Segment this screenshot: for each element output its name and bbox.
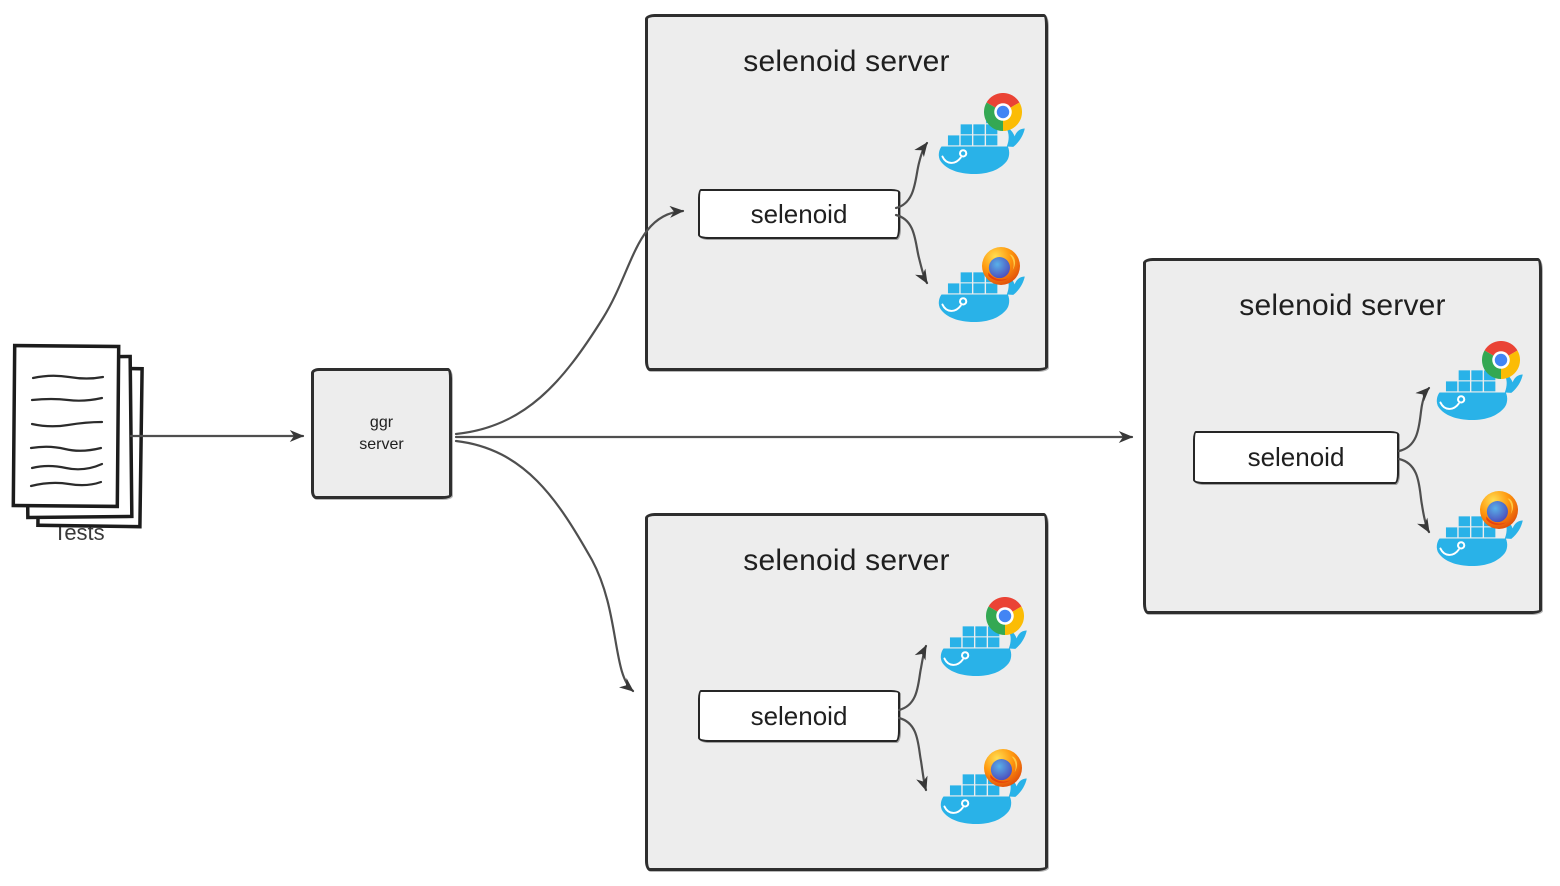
- selenoid-node-top: selenoid: [698, 189, 900, 239]
- server-title: selenoid server: [743, 45, 950, 78]
- selenoid-server-box-top: selenoid server selenoid: [645, 14, 1048, 371]
- ggr-server-label: ggr server: [359, 413, 404, 453]
- ggr-server-box: ggr server: [311, 368, 452, 499]
- selenoid-server-box-right: selenoid server selenoid: [1143, 258, 1542, 614]
- selenoid-node-label: selenoid: [1247, 442, 1345, 472]
- server-title: selenoid server: [743, 544, 950, 577]
- selenoid-node-right: selenoid: [1193, 431, 1399, 484]
- edge-ggr-to-selenoid-bottom: [454, 439, 635, 693]
- tests-document-stack-icon: [11, 343, 144, 529]
- selenoid-node-label: selenoid: [750, 700, 848, 731]
- selenoid-server-box-bottom: selenoid server selenoid: [645, 513, 1048, 871]
- server-title: selenoid server: [1239, 289, 1446, 322]
- selenoid-node-label: selenoid: [750, 198, 848, 229]
- selenoid-node-bottom: selenoid: [698, 690, 900, 742]
- tests-label: Tests: [53, 520, 105, 545]
